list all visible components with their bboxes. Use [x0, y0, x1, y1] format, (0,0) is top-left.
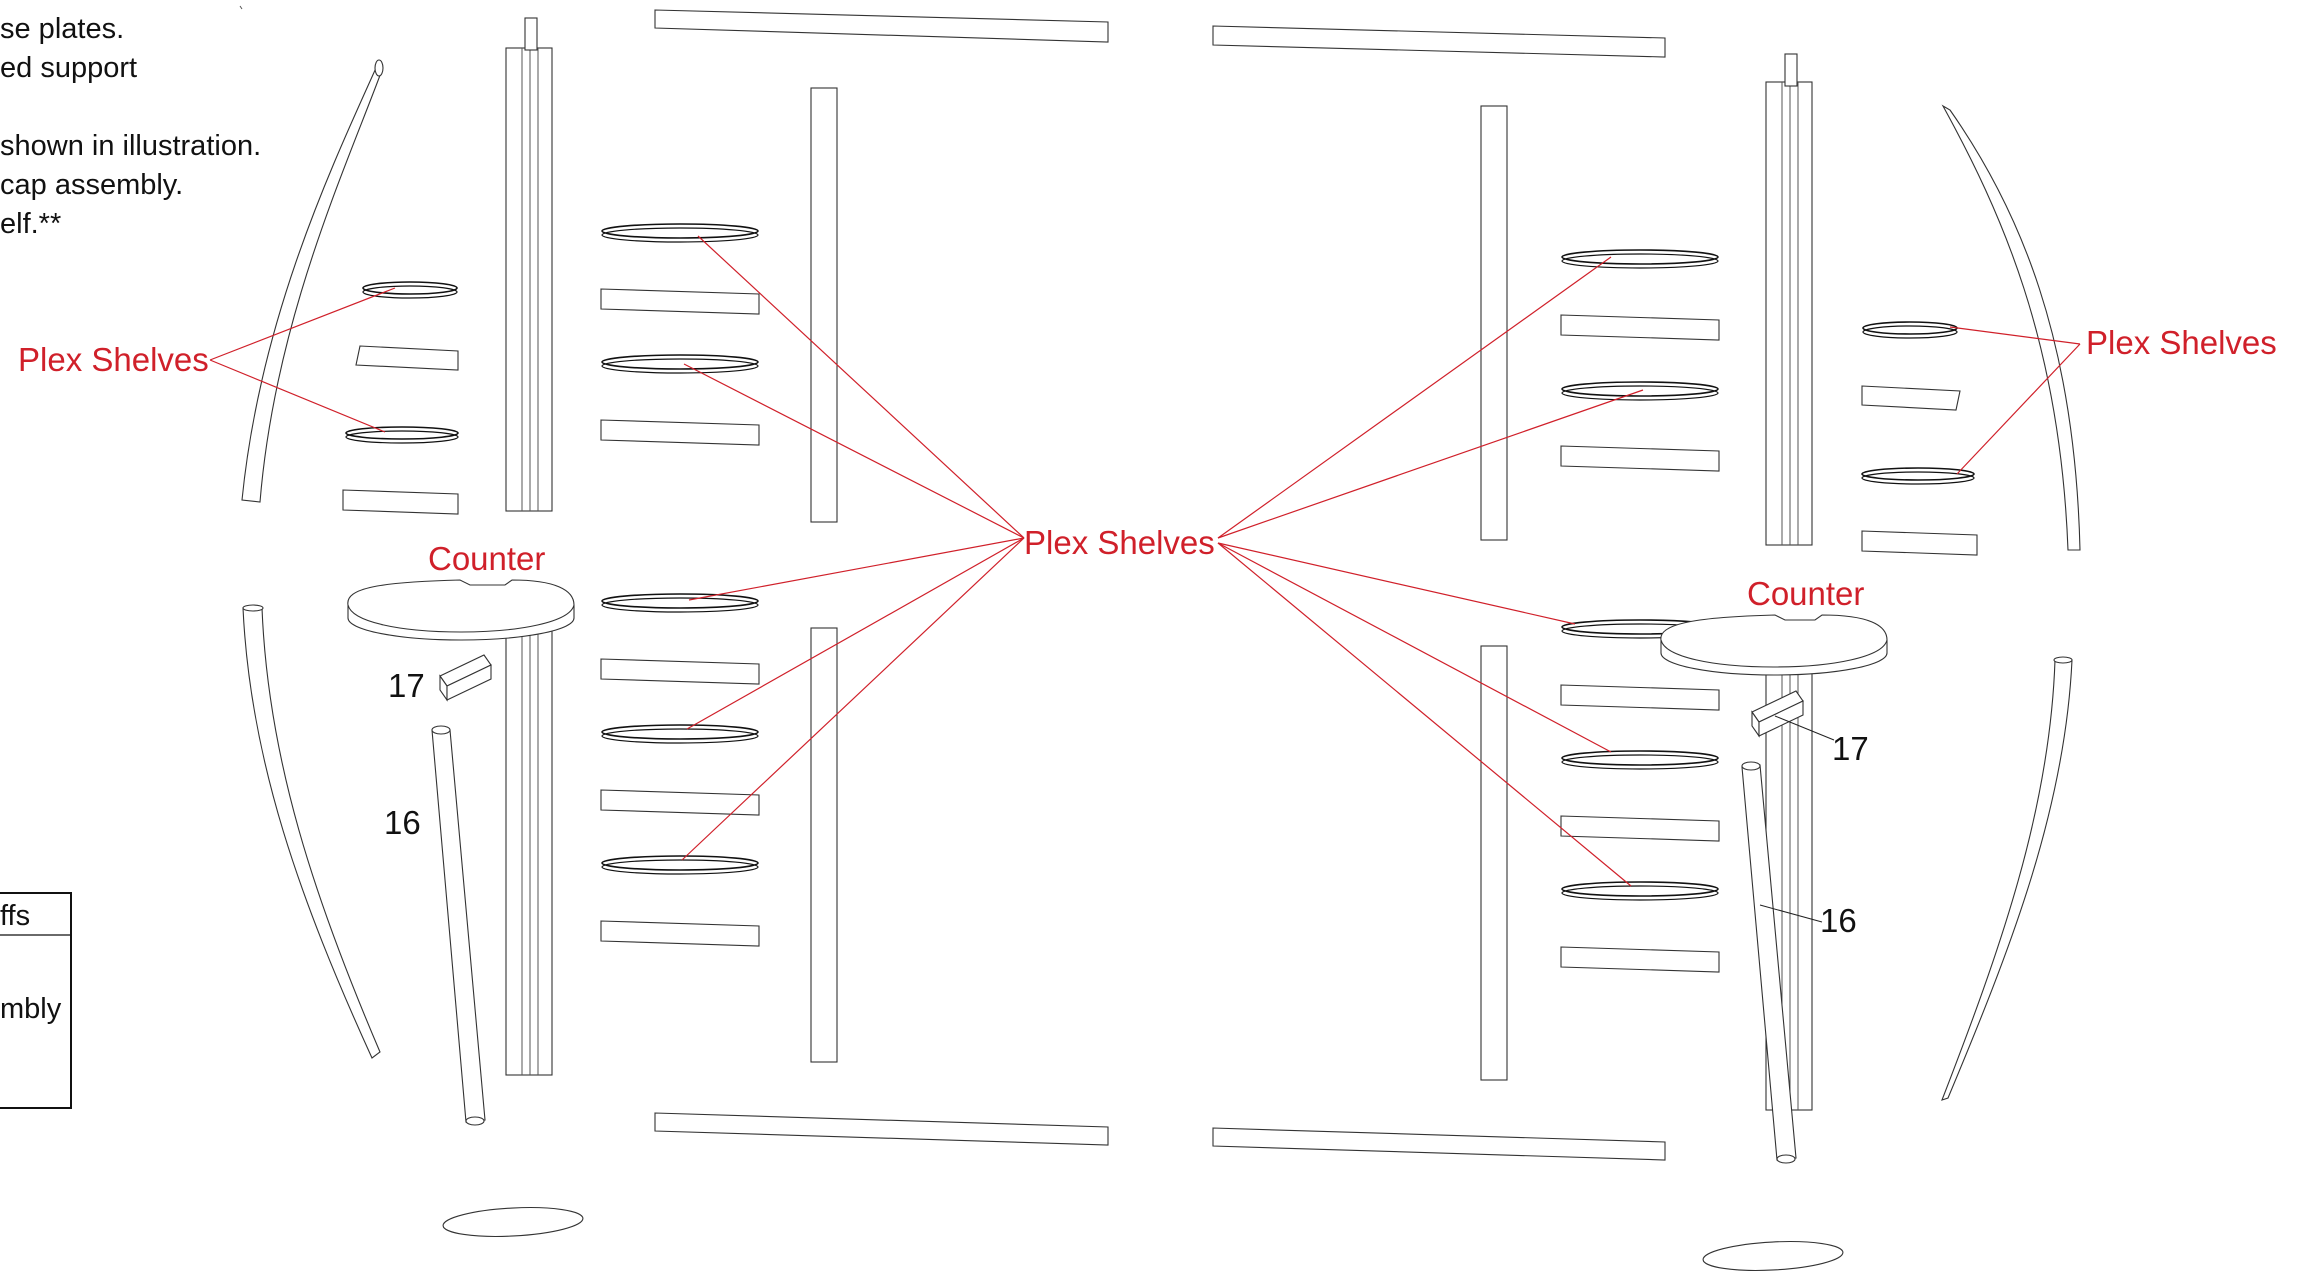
leader-lines — [209, 235, 2081, 923]
note-line-4: cap assembly. — [0, 169, 183, 201]
part-17-left — [439, 654, 492, 702]
plex-shelves-label-left: Plex Shelves — [18, 341, 209, 378]
shelves — [345, 223, 1975, 901]
plex-shelves-label-center: Plex Shelves — [1024, 524, 1215, 561]
note-line-1: se plates. — [0, 13, 124, 45]
curve-panel-right-upper — [1941, 104, 2081, 551]
base-plate-left — [442, 1206, 584, 1238]
counter-label-left: Counter — [428, 540, 545, 577]
curve-panel-left-upper — [241, 67, 383, 503]
counter-left — [347, 579, 575, 641]
counter-label-right: Counter — [1747, 575, 1864, 612]
shelf-center-left-5 — [601, 855, 759, 871]
shelf-center-left-4 — [601, 724, 759, 740]
panel-center-right-upper — [1480, 105, 1508, 541]
shelf-brackets — [342, 288, 1978, 973]
post-right-upper — [1765, 81, 1813, 546]
part-17-label-right: 17 — [1832, 730, 1869, 767]
curve-panel-left-lower — [242, 607, 381, 1059]
bottom-beam-left — [654, 1112, 1109, 1146]
post-left-cap — [524, 17, 538, 51]
part-16-right — [1741, 761, 1797, 1164]
bracket-left-small-1 — [355, 345, 459, 371]
shelf-left-small-2 — [345, 426, 459, 440]
part-17-label-left: 17 — [388, 667, 425, 704]
top-beam-left — [654, 9, 1109, 43]
assembly-notes: se plates. ed support shown in illustrat… — [0, 13, 261, 240]
top-beams — [654, 9, 1666, 1161]
parts-box-header: ffs — [0, 900, 30, 932]
panel-center-left-upper — [810, 87, 838, 523]
shelf-center-left-3 — [601, 593, 759, 609]
shelf-center-right-4 — [1561, 750, 1719, 766]
center-panels — [810, 87, 1508, 1081]
curve-panel-right-lower — [1941, 659, 2073, 1101]
counter-right-top — [1660, 614, 1888, 668]
shelf-center-right-5 — [1561, 881, 1719, 897]
top-beam-right — [1212, 25, 1666, 58]
shelf-center-left-2 — [601, 354, 759, 370]
shelf-center-right-2 — [1561, 381, 1719, 397]
parts-box-row: mbly — [0, 993, 62, 1025]
bottom-beam-right — [1212, 1127, 1666, 1161]
note-line-3: shown in illustration. — [0, 130, 261, 162]
post-right-cap — [1784, 53, 1798, 87]
part-16-label-right: 16 — [1820, 902, 1857, 939]
part-16-label-left: 16 — [384, 804, 421, 841]
counter-right — [1660, 614, 1888, 676]
shelf-center-left-1 — [601, 223, 759, 239]
labels: Plex Shelves Plex Shelves Plex Shelves C… — [18, 324, 2277, 939]
parts-box-frame — [0, 892, 72, 1109]
corner-posts — [505, 17, 1813, 1111]
note-line-5: elf.** — [0, 208, 61, 240]
shelf-right-small-2 — [1861, 467, 1975, 481]
parts-box: ffs mbly — [0, 892, 72, 1109]
counter-left-top — [347, 579, 575, 633]
panel-center-left-lower — [810, 627, 838, 1063]
post-left-upper — [505, 47, 553, 512]
base-plate-right — [1702, 1240, 1844, 1272]
panel-center-right-lower — [1480, 645, 1508, 1081]
shelf-center-right-1 — [1561, 249, 1719, 265]
curved-side-panels — [241, 59, 2081, 1101]
plex-shelves-label-right: Plex Shelves — [2086, 324, 2277, 361]
post-left-lower — [505, 619, 553, 1076]
part-16-left — [431, 725, 486, 1126]
note-line-2: ed support — [0, 52, 137, 84]
